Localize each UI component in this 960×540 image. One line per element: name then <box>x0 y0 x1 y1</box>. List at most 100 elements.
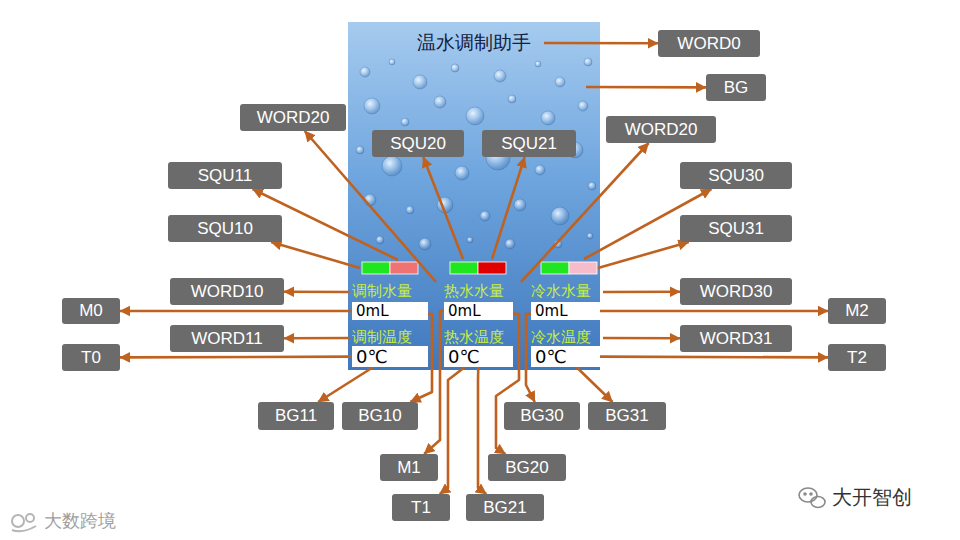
watermark-logo <box>12 514 36 531</box>
callout-label: SQU31 <box>680 215 792 242</box>
callout-text: BG21 <box>483 498 526 518</box>
callout-label: SQU20 <box>372 130 464 157</box>
value-text: 0mL <box>356 302 389 320</box>
callout-label: WORD30 <box>680 278 792 305</box>
leader-arrow <box>521 143 649 282</box>
field-label: 热水温度 <box>444 329 504 346</box>
field-label: 热水水量 <box>444 283 504 300</box>
callout-text: WORD10 <box>191 282 264 302</box>
callout-label: WORD20 <box>240 104 346 131</box>
callout-text: SQU10 <box>197 219 253 239</box>
leader-arrow <box>586 86 706 89</box>
field-label: 冷水温度 <box>531 329 591 346</box>
value-text: 0℃ <box>356 346 388 367</box>
callout-label: BG20 <box>488 454 566 481</box>
callout-label: BG <box>706 74 766 101</box>
callout-text: BG10 <box>358 406 401 426</box>
wechat-icon <box>799 488 825 508</box>
leader-arrow <box>600 310 828 313</box>
leader-arrow <box>440 367 465 494</box>
leader-arrow <box>284 290 349 293</box>
callout-label: WORD0 <box>658 30 760 57</box>
value-box: 0mL <box>531 302 600 320</box>
leader-arrow <box>120 355 352 358</box>
callout-text: T1 <box>411 498 431 518</box>
callout-text: BG11 <box>275 406 317 426</box>
leader-arrow <box>603 290 680 293</box>
callout-text: WORD20 <box>257 108 330 128</box>
leader-arrow <box>478 367 486 494</box>
leader-arrow <box>120 310 352 313</box>
leader-arrow <box>424 311 444 454</box>
status-squares <box>362 262 597 274</box>
callout-text: WORD30 <box>700 282 773 302</box>
callout-label: WORD10 <box>170 278 284 305</box>
callout-label: SQU30 <box>680 162 792 189</box>
value-box: 0mL <box>444 302 513 320</box>
value-text: 0℃ <box>535 346 567 367</box>
value-box: 0mL <box>352 302 428 320</box>
screen-title: 温水调制助手 <box>348 31 600 53</box>
callout-label: WORD11 <box>170 325 284 352</box>
callout-text: M2 <box>845 301 869 321</box>
callout-text: T0 <box>81 348 101 368</box>
callout-label: M2 <box>828 298 886 324</box>
callout-label: WORD31 <box>680 325 792 352</box>
callout-text: WORD11 <box>191 329 262 349</box>
leader-arrow <box>598 242 689 268</box>
callout-text: BG20 <box>505 458 548 478</box>
value-text: 0mL <box>448 302 481 320</box>
leader-arrow <box>492 157 525 259</box>
callout-text: WORD20 <box>625 120 698 140</box>
callout-text: M0 <box>79 301 103 321</box>
callout-label: BG21 <box>466 494 544 521</box>
callout-text: SQU20 <box>390 134 446 154</box>
screen-background <box>348 22 600 370</box>
callout-text: BG <box>724 78 749 98</box>
callout-label: BG30 <box>504 402 580 430</box>
watermark: 大数跨境 <box>44 509 116 533</box>
leader-arrow <box>603 337 680 340</box>
value-text: 0mL <box>535 302 568 320</box>
leader-arrow <box>284 337 349 340</box>
callout-label: T0 <box>62 344 120 371</box>
phone-screen: 温水调制助手调制水量调制温度 热水水量热水温度 冷水水量冷水温度 0mL 0℃ 0mL 0℃… <box>348 22 600 370</box>
leader-arrow <box>576 367 612 402</box>
callout-label: BG31 <box>588 402 666 430</box>
callout-text: SQU31 <box>708 219 764 239</box>
value-box: 0℃ <box>531 346 600 367</box>
watermark: 大开智创 <box>832 484 912 511</box>
callout-label: BG11 <box>258 402 334 430</box>
callout-text: BG31 <box>605 406 648 426</box>
callout-text: WORD0 <box>677 34 740 54</box>
callout-text: SQU21 <box>501 134 557 154</box>
callout-label: M1 <box>380 454 438 481</box>
value-box: 0℃ <box>352 346 428 367</box>
callout-label: T2 <box>828 344 886 371</box>
field-label: 调制水量 <box>352 283 412 300</box>
callout-text: SQU11 <box>198 166 253 186</box>
callout-label: M0 <box>62 298 120 324</box>
callout-text: T2 <box>847 348 867 368</box>
callout-text: WORD31 <box>700 329 773 349</box>
callout-text: SQU30 <box>708 166 764 186</box>
leader-arrow <box>271 242 360 268</box>
callout-label: SQU10 <box>168 215 282 242</box>
callout-label: T1 <box>392 494 450 521</box>
callout-label: SQU21 <box>482 130 576 157</box>
callout-label: BG10 <box>342 402 418 430</box>
leader-arrow <box>544 42 658 45</box>
leader-arrow <box>600 355 828 358</box>
field-label: 调制温度 <box>352 329 412 346</box>
value-box: 0℃ <box>444 346 513 367</box>
callout-label: SQU11 <box>168 162 282 189</box>
callout-text: BG30 <box>520 406 563 426</box>
water-drops <box>356 58 596 250</box>
callout-text: M1 <box>397 458 421 478</box>
leader-arrow <box>318 367 373 402</box>
leader-arrow <box>423 157 463 259</box>
callout-label: WORD20 <box>606 116 716 143</box>
field-label: 冷水水量 <box>531 283 591 300</box>
